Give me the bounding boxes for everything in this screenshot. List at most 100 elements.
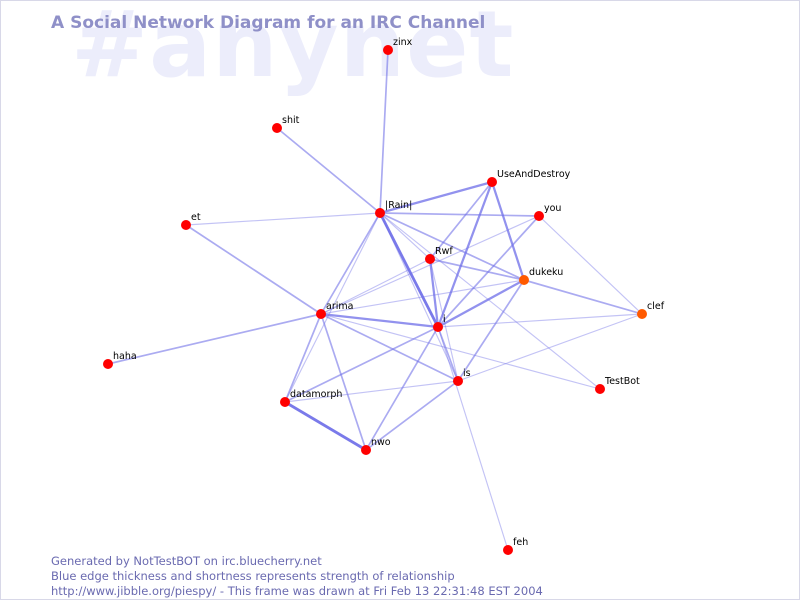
node-haha: haha [103, 351, 137, 369]
edge-Rwf-arima [320, 258, 431, 315]
node-clef: clef [637, 301, 665, 319]
node-dot-feh [503, 545, 513, 555]
node-dukeku: dukeku [519, 267, 563, 285]
footer-link-timestamp: http://www.jibble.org/piespy/ - This fra… [51, 584, 543, 598]
node-dot-is [453, 376, 463, 386]
edge-Rain-TestBot [379, 212, 601, 390]
edge-clef-is [457, 313, 643, 382]
edge-i-datamorph [284, 326, 439, 403]
edge-i-feh [437, 326, 509, 551]
edge-arima-is [320, 313, 459, 382]
edge-Rain-i [378, 211, 440, 329]
node-dot-nwo [361, 445, 371, 455]
node-dot-you [534, 211, 544, 221]
node-dot-datamorph [280, 397, 290, 407]
edge-Rwf-is [429, 258, 459, 382]
edge-dukeku-is [457, 279, 525, 382]
edge-arima-i [319, 312, 440, 329]
node-dot-Rain [375, 208, 385, 218]
node-dot-i [433, 322, 443, 332]
node-dot-zinx [383, 45, 393, 55]
edge-Rain-UseAndDestroy [378, 180, 494, 215]
edge-Rwf-i [428, 257, 440, 329]
node-label-arima: arima [326, 301, 353, 312]
edge-et-arima [185, 224, 322, 315]
edge-et-Rain [185, 212, 381, 226]
edge-shit-Rain [276, 127, 381, 214]
node-datamorph: datamorph [280, 389, 342, 407]
node-dot-UseAndDestroy [487, 177, 497, 187]
edge-arima-haha [107, 313, 322, 365]
node-label-UseAndDestroy: UseAndDestroy [497, 169, 571, 180]
footer: Generated by NotTestBOT on irc.bluecherr… [51, 554, 543, 599]
edge-layer [107, 49, 643, 551]
edge-UseAndDestroy-i [436, 180, 494, 329]
edge-dukeku-i [436, 278, 526, 329]
node-label-is: is [463, 368, 471, 379]
edge-arima-nwo [320, 313, 367, 451]
node-nwo: nwo [361, 437, 391, 455]
edge-i-is [437, 326, 459, 382]
node-label-Rwf: Rwf [435, 246, 453, 257]
edge-clef-i [437, 313, 643, 328]
node-label-et: et [191, 212, 201, 223]
edge-dukeku-clef [523, 279, 643, 315]
edge-Rwf-dukeku [429, 258, 525, 281]
edge-arima-TestBot [320, 313, 601, 390]
node-dot-haha [103, 359, 113, 369]
edge-Rain-arima [320, 212, 381, 315]
edge-Rain-dukeku [379, 212, 525, 281]
edge-is-datamorph [284, 380, 459, 403]
edge-Rain-you [379, 212, 540, 217]
node-dot-shit [272, 123, 282, 133]
node-shit: shit [272, 115, 300, 133]
edge-is-nwo [365, 380, 459, 451]
node-dot-TestBot [595, 384, 605, 394]
edge-Rain-datamorph [284, 212, 381, 403]
node-Rwf: Rwf [425, 246, 453, 264]
edge-dukeku-arima [320, 279, 525, 315]
edge-arima-datamorph [284, 313, 322, 403]
edge-Rain-Rwf [379, 212, 431, 260]
node-dot-Rwf [425, 254, 435, 264]
edge-Rain-is [379, 212, 459, 382]
edge-zinx-Rain [379, 49, 389, 214]
node-i: i [433, 314, 446, 332]
node-label-feh: feh [513, 537, 528, 548]
footer-legend-note: Blue edge thickness and shortness repres… [51, 569, 455, 583]
node-dot-clef [637, 309, 647, 319]
node-label-i: i [443, 314, 446, 325]
node-arima: arima [316, 301, 353, 319]
node-dot-et [181, 220, 191, 230]
node-UseAndDestroy: UseAndDestroy [487, 169, 571, 187]
edge-UseAndDestroy-dukeku [490, 180, 526, 282]
node-label-nwo: nwo [371, 437, 391, 448]
node-label-clef: clef [647, 301, 665, 312]
node-TestBot: TestBot [595, 376, 640, 394]
node-label-dukeku: dukeku [529, 267, 563, 278]
node-you: you [534, 203, 561, 221]
footer-generated-by: Generated by NotTestBOT on irc.bluecherr… [51, 554, 322, 568]
edge-you-clef [538, 215, 643, 315]
node-dot-arima [316, 309, 326, 319]
node-et: et [181, 212, 201, 230]
edge-datamorph-nwo [283, 400, 368, 452]
node-feh: feh [503, 537, 528, 555]
node-Rain: |Rain| [375, 200, 412, 218]
node-label-datamorph: datamorph [290, 389, 342, 400]
edge-i-nwo [365, 326, 439, 451]
node-is: is [453, 368, 471, 386]
node-label-Rain: |Rain| [385, 200, 412, 211]
node-label-zinx: zinx [393, 37, 413, 48]
edge-UseAndDestroy-Rwf [429, 181, 493, 260]
node-zinx: zinx [383, 37, 413, 55]
diagram-title: A Social Network Diagram for an IRC Chan… [51, 13, 486, 33]
node-label-haha: haha [113, 351, 137, 362]
node-label-you: you [544, 203, 561, 214]
node-label-shit: shit [282, 115, 300, 126]
channel-watermark: #anynet [71, 0, 515, 98]
node-dot-dukeku [519, 275, 529, 285]
